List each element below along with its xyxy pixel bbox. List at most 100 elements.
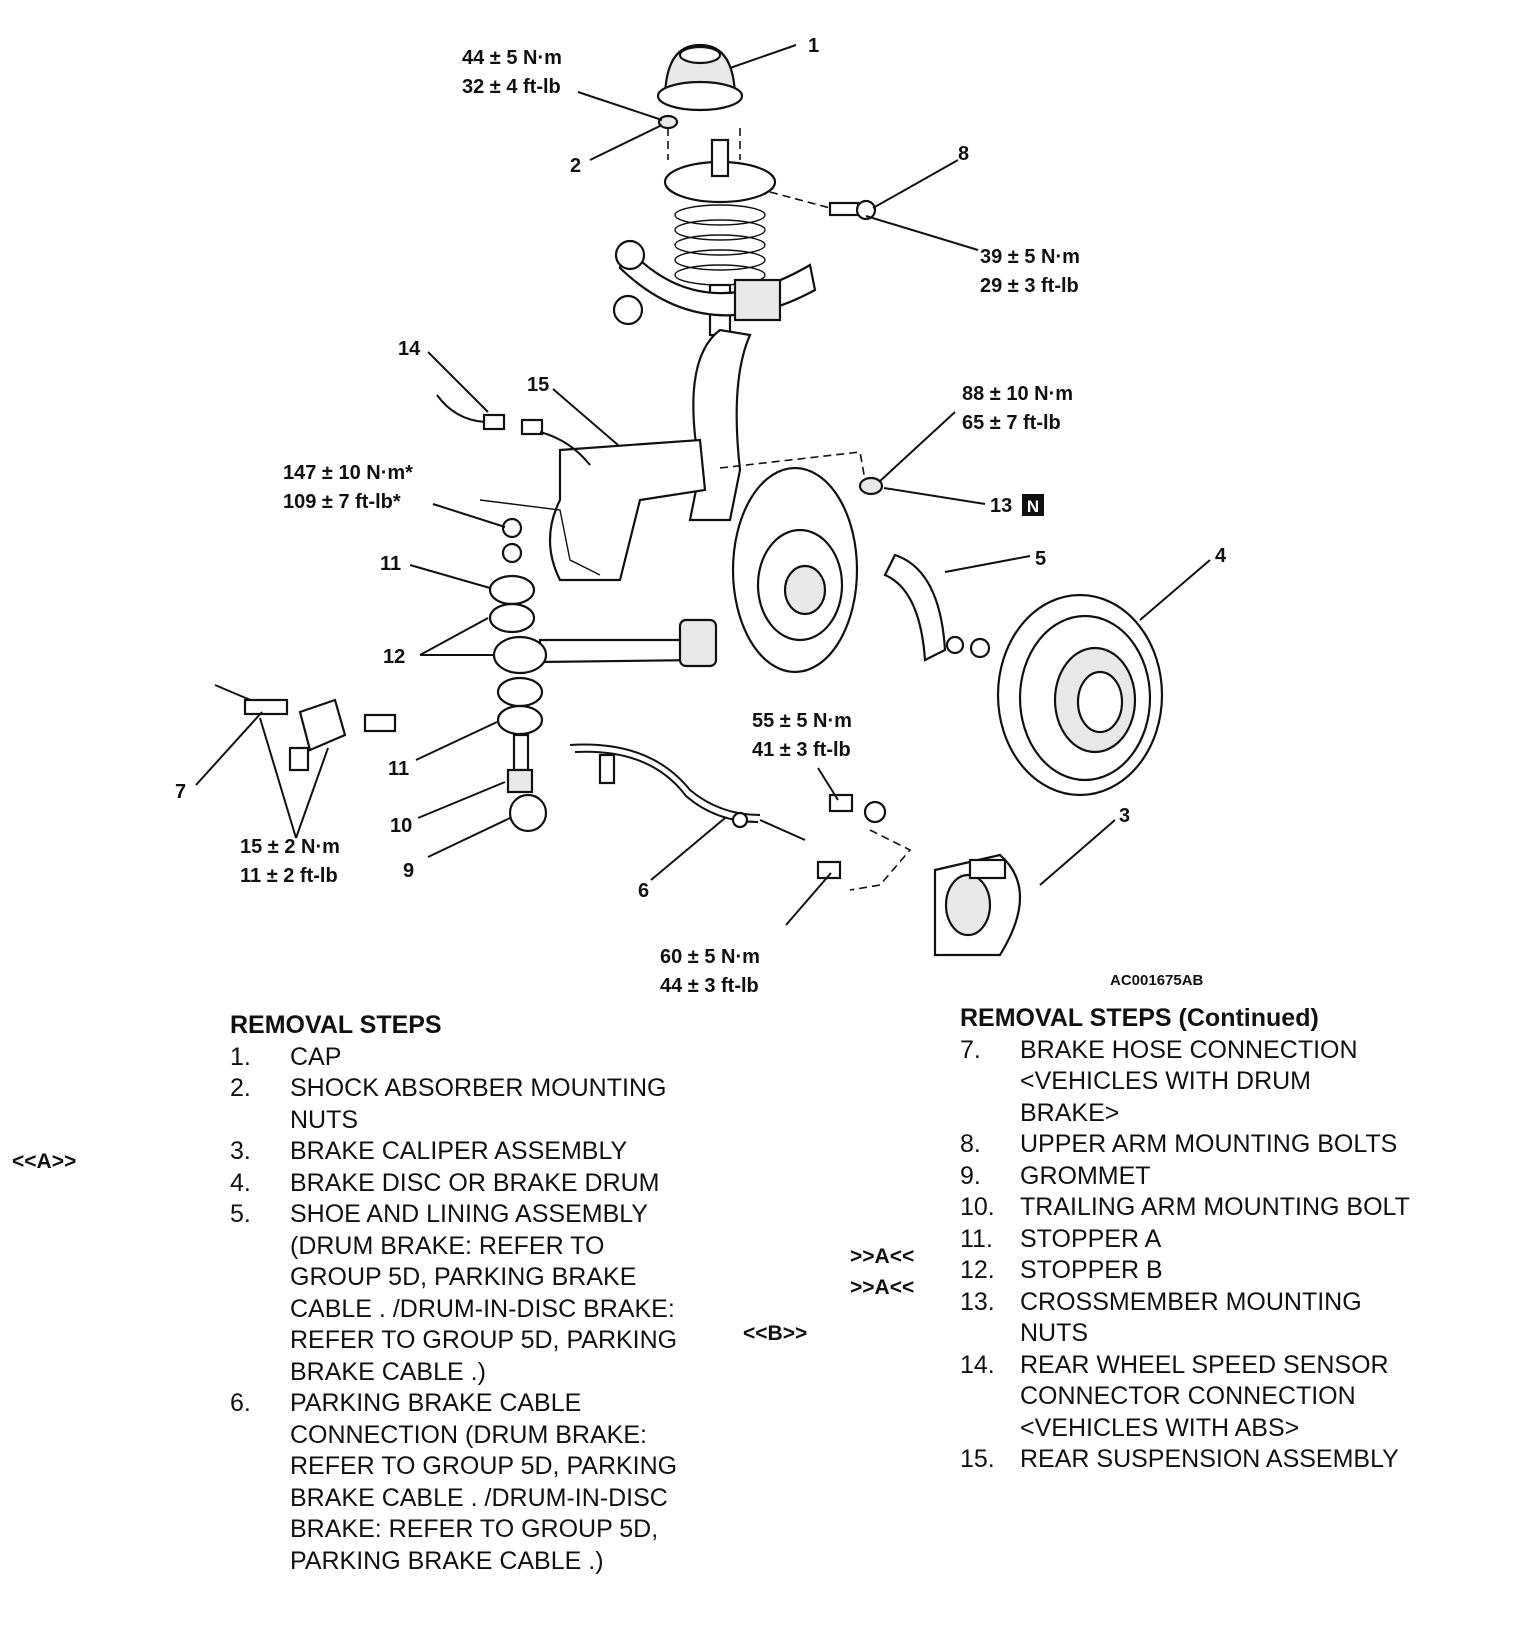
callout-2: 2: [570, 155, 581, 177]
step-item: 3. BRAKE CALIPER ASSEMBLY: [230, 1136, 710, 1168]
callout-10: 10: [390, 815, 412, 837]
removal-steps-list: REMOVAL STEPS 1. CAP 2. SHOCK ABSORBER M…: [230, 1010, 710, 1577]
torque-2-nm: 39 ± 5 N·m: [980, 246, 1080, 268]
speed-sensor-connector: [436, 394, 591, 466]
step-text: STOPPER B: [1020, 1256, 1163, 1284]
torque-6-ft: 11 ± 2 ft-lb: [240, 865, 338, 887]
step-item: 15. REAR SUSPENSION ASSEMBLY: [960, 1444, 1460, 1476]
callout-11-upper: 11: [380, 553, 401, 575]
mounting-nut-part: [657, 114, 741, 160]
step-text: REFER TO GROUP 5D, PARKING: [290, 1452, 678, 1480]
step-text: STOPPER A: [1020, 1224, 1162, 1253]
step-text: <VEHICLES WITH ABS>: [1020, 1413, 1300, 1442]
torque-5-ft: 41 ± 3 ft-lb: [752, 739, 851, 761]
torque-5-nm: 55 ± 5 N·m: [752, 710, 852, 732]
step-text: NUTS: [290, 1105, 359, 1134]
torque-1-ft: 32 ± 4 ft-lb: [462, 76, 561, 98]
step-text: BRAKE CABLE .): [290, 1357, 486, 1386]
procedure-marker-step13: <<B>>: [743, 1322, 808, 1345]
parking-cable-part: [569, 743, 806, 841]
brake-hose-part: [214, 684, 397, 772]
torque-6-nm: 15 ± 2 N·m: [240, 836, 340, 858]
callout-12: 12: [383, 646, 405, 668]
step-number: 7.: [960, 1035, 981, 1064]
step-number: 2.: [230, 1074, 251, 1102]
step-text: BRAKE HOSE CONNECTION: [1020, 1035, 1358, 1064]
step-text: BRAKE CALIPER ASSEMBLY: [290, 1137, 628, 1165]
step-text: BRAKE DISC OR BRAKE DRUM: [290, 1168, 660, 1197]
trailing-arm: [479, 328, 752, 668]
step-item: 14. REAR WHEEL SPEED SENSOR CONNECTOR CO…: [960, 1350, 1460, 1445]
removal-steps-continued-heading: REMOVAL STEPS (Continued): [960, 1004, 1319, 1032]
callout-8: 8: [958, 143, 969, 165]
torque-3-ft: 65 ± 7 ft-lb: [962, 412, 1061, 434]
procedure-marker-step3: <<A>>: [12, 1150, 77, 1173]
figure-code: AC001675AB: [1110, 972, 1204, 989]
step-number: 8.: [960, 1130, 981, 1158]
leader-lines: [195, 44, 1211, 926]
callout-7: 7: [175, 781, 186, 803]
torque-4-nm: 147 ± 10 N·m*: [283, 462, 413, 484]
step-text: CONNECTION (DRUM BRAKE:: [290, 1420, 647, 1449]
step-text: BRAKE CABLE . /DRUM-IN-DISC: [290, 1483, 668, 1512]
crossmember-nut: [719, 451, 884, 496]
step-item: 4. BRAKE DISC OR BRAKE DRUM: [230, 1168, 710, 1200]
step-item: 7. BRAKE HOSE CONNECTION <VEHICLES WITH …: [960, 1035, 1460, 1130]
step-text: PARKING BRAKE CABLE: [290, 1389, 582, 1417]
step-text: CROSSMEMBER MOUNTING: [1020, 1287, 1362, 1316]
step-number: 10.: [960, 1193, 995, 1221]
callout-1: 1: [808, 35, 819, 57]
upper-arm-bolt: [769, 191, 877, 221]
torque-7-ft: 44 ± 3 ft-lb: [660, 975, 759, 997]
step-number: 4.: [230, 1168, 251, 1197]
step-text: (DRUM BRAKE: REFER TO: [290, 1231, 605, 1260]
step-item: 2. SHOCK ABSORBER MOUNTING NUTS: [230, 1073, 710, 1136]
brake-caliper-part: [849, 829, 1021, 957]
step-number: 6.: [230, 1389, 251, 1417]
procedure-marker-step12: >>A<<: [850, 1276, 915, 1299]
step-text: REFER TO GROUP 5D, PARKING: [290, 1326, 678, 1354]
step-text: GROUP 5D, PARKING BRAKE: [290, 1263, 637, 1291]
step-text: REAR WHEEL SPEED SENSOR: [1020, 1350, 1389, 1379]
brake-disc-part: [996, 593, 1164, 797]
torque-3-nm: 88 ± 10 N·m: [962, 383, 1073, 405]
step-number: 15.: [960, 1445, 995, 1473]
step-item: 12. STOPPER B: [960, 1255, 1460, 1287]
step-text: <VEHICLES WITH DRUM: [1020, 1067, 1312, 1095]
new-part-badge: [1022, 494, 1044, 516]
upper-arm: [612, 239, 817, 326]
step-text: CABLE . /DRUM-IN-DISC BRAKE:: [290, 1294, 675, 1323]
torque-2-ft: 29 ± 3 ft-lb: [980, 275, 1079, 297]
callout-11-lower: 11: [388, 758, 409, 780]
step-item: 9. GROMMET: [960, 1161, 1460, 1193]
caliper-bolts: [816, 793, 887, 880]
cap-part: [656, 43, 744, 112]
step-text: CAP: [290, 1042, 342, 1071]
step-text: SHOCK ABSORBER MOUNTING: [290, 1074, 667, 1102]
torque-7-nm: 60 ± 5 N·m: [660, 946, 760, 968]
stopper-stack: [488, 517, 548, 833]
step-number: 3.: [230, 1137, 251, 1165]
step-number: 5.: [230, 1200, 251, 1228]
step-text: GROMMET: [1020, 1161, 1151, 1190]
shoe-lining-part: [883, 553, 991, 662]
callout-14: 14: [398, 338, 421, 360]
step-item: 6. PARKING BRAKE CABLE CONNECTION (DRUM …: [230, 1388, 710, 1577]
new-part-badge-letter: N: [1027, 497, 1039, 516]
step-item: 10. TRAILING ARM MOUNTING BOLT: [960, 1192, 1460, 1224]
torque-specs: 44 ± 5 N·m 32 ± 4 ft-lb 39 ± 5 N·m 29 ± …: [240, 47, 1204, 997]
torque-1-nm: 44 ± 5 N·m: [462, 47, 562, 69]
step-text: NUTS: [1020, 1319, 1089, 1347]
step-text: PARKING BRAKE CABLE .): [290, 1546, 604, 1575]
step-item: 8. UPPER ARM MOUNTING BOLTS: [960, 1129, 1460, 1161]
procedure-marker-step11: >>A<<: [850, 1245, 915, 1268]
step-text: BRAKE>: [1020, 1098, 1120, 1127]
step-text: BRAKE: REFER TO GROUP 5D,: [290, 1515, 659, 1543]
callout-15: 15: [527, 374, 549, 396]
callout-13: 13: [990, 495, 1012, 517]
callout-4: 4: [1215, 545, 1227, 567]
step-item: 11. STOPPER A: [960, 1224, 1460, 1256]
step-text: TRAILING ARM MOUNTING BOLT: [1020, 1193, 1410, 1221]
step-text: CONNECTOR CONNECTION: [1020, 1382, 1356, 1410]
